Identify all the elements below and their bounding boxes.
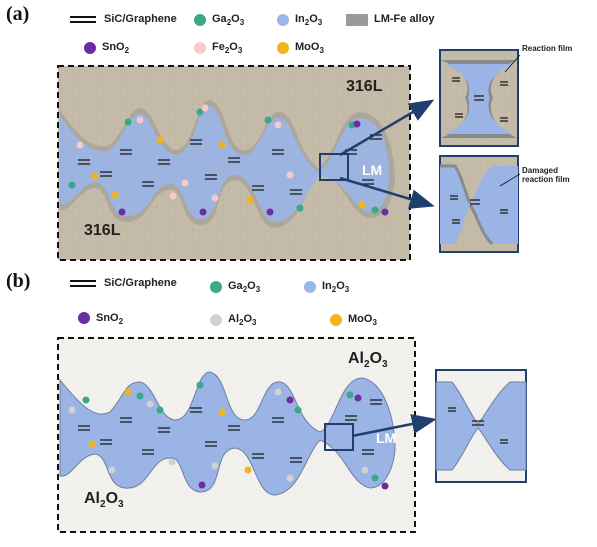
panel-a-bottom-substrate-label: 316L <box>84 222 121 239</box>
legend-a-fe2o3-label: Fe2O3 <box>212 41 243 56</box>
legend-a-sic-icon <box>70 16 96 23</box>
panel-a-label: (a) <box>6 3 30 25</box>
legend-a-ga2o3-dot <box>194 14 206 26</box>
panel-a-arrow-bottom <box>339 176 435 209</box>
panel-a-callout-damaged-2: reaction film <box>522 175 570 184</box>
legend-b-sic-icon <box>70 280 96 287</box>
panel-b-sic-flakes <box>78 399 382 463</box>
legend-b-sno2-label: SnO2 <box>96 312 124 327</box>
panel-a-oxide-particles <box>68 104 389 216</box>
panel-b-lm-label: LM <box>376 430 397 446</box>
panel-a-sic-flakes <box>78 134 382 195</box>
legend-a-in2o3-label: In2O3 <box>295 13 323 28</box>
legend-a-sno2-dot <box>84 42 96 54</box>
panel-a-inset-reaction-film <box>439 49 521 147</box>
legend-b-in2o3-dot <box>304 281 316 293</box>
legend-b-al2o3-label: Al2O3 <box>228 313 257 328</box>
legend-a-lmfe-label: LM-Fe alloy <box>374 13 435 25</box>
panel-b-label: (b) <box>6 270 31 292</box>
legend-a-sic-label: SiC/Graphene <box>104 13 177 25</box>
legend-a-sno2-label: SnO2 <box>102 41 130 56</box>
panel-a-zoom-region <box>319 153 349 181</box>
legend-b-moo3-dot <box>330 314 342 326</box>
legend-b-in2o3-label: In2O3 <box>322 280 350 295</box>
legend-a-lmfe-swatch <box>346 14 368 26</box>
panel-a-callout-damaged-1: Damaged <box>522 166 559 175</box>
legend-b-sic-label: SiC/Graphene <box>104 277 177 289</box>
legend-a-ga2o3-label: Ga2O3 <box>212 13 245 28</box>
legend-a-moo3-label: MoO3 <box>295 41 324 56</box>
legend-a-moo3-dot <box>277 42 289 54</box>
legend-b-ga2o3-dot <box>210 281 222 293</box>
legend-b-al2o3-dot <box>210 314 222 326</box>
panel-a-arrow-top <box>339 99 435 157</box>
panel-a-top-substrate-label: 316L <box>346 78 383 95</box>
panel-a-liquid-metal <box>60 106 390 222</box>
legend-b-moo3-label: MoO3 <box>348 313 377 328</box>
legend-a-fe2o3-dot <box>194 42 206 54</box>
panel-a-lm-label: LM <box>362 162 383 178</box>
legend-b-ga2o3-label: Ga2O3 <box>228 280 261 295</box>
panel-a-inset-damaged-film <box>439 155 521 253</box>
panel-a-callout-reaction-film: Reaction film <box>522 44 573 53</box>
panel-b-bottom-substrate-label: Al2O3 <box>84 490 124 511</box>
legend-a-in2o3-dot <box>277 14 289 26</box>
panel-b-oxide-particles <box>68 381 389 490</box>
legend-b-sno2-dot <box>78 312 90 324</box>
panel-b-liquid-metal <box>59 371 396 496</box>
panel-b-top-substrate-label: Al2O3 <box>348 350 388 371</box>
panel-b-inset <box>435 369 527 483</box>
panel-b-arrow <box>351 414 437 438</box>
